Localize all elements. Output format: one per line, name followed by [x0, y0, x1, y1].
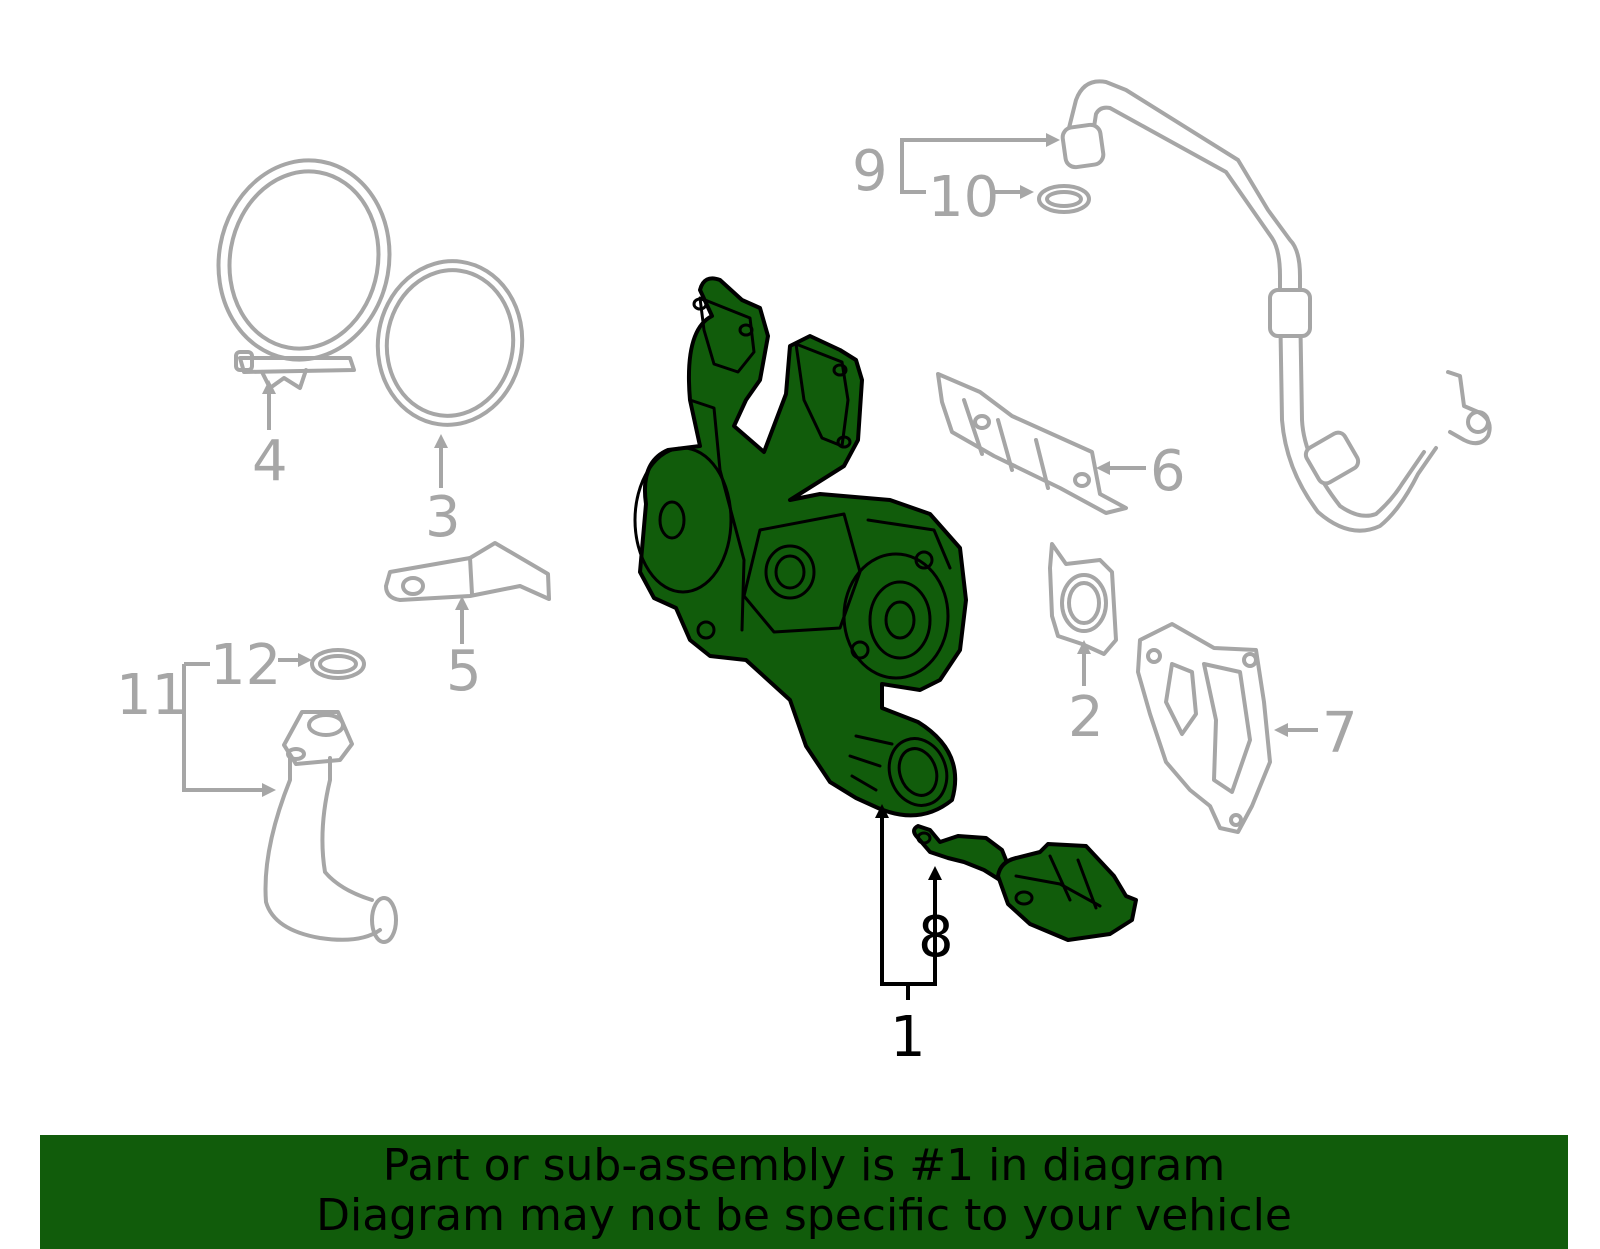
- part-10-seal[interactable]: [1037, 184, 1091, 214]
- leader-11: [182, 662, 276, 797]
- part-6-heat-shield[interactable]: [936, 372, 1128, 515]
- banner-line-1: Part or sub-assembly is #1 in diagram: [382, 1140, 1226, 1191]
- callout-12: 12: [210, 633, 282, 698]
- callout-10: 10: [928, 165, 1000, 230]
- part-3-gasket[interactable]: [367, 252, 532, 434]
- part-2-gasket[interactable]: [1048, 542, 1118, 656]
- leader-6: [1096, 461, 1146, 475]
- callout-2: 2: [1068, 685, 1104, 750]
- callout-5: 5: [446, 639, 482, 704]
- callout-7: 7: [1322, 701, 1358, 766]
- info-banner: Part or sub-assembly is #1 in diagram Di…: [40, 1135, 1568, 1249]
- callout-1: 1: [890, 1005, 926, 1070]
- leader-1: [875, 804, 937, 1000]
- part-4-clamp[interactable]: [203, 147, 405, 390]
- callout-8: 8: [918, 905, 954, 970]
- callout-9: 9: [852, 139, 888, 204]
- leader-5: [455, 596, 469, 644]
- callout-4: 4: [252, 429, 288, 494]
- banner-line-2: Diagram may not be specific to your vehi…: [316, 1190, 1292, 1241]
- callout-11: 11: [116, 663, 188, 728]
- leader-8: [928, 866, 942, 880]
- leader-10: [990, 185, 1034, 199]
- part-8-actuator[interactable]: [912, 824, 1138, 942]
- banner-background: [40, 1135, 1568, 1249]
- part-9-pipe[interactable]: [1060, 79, 1492, 533]
- part-5-bracket[interactable]: [384, 541, 551, 602]
- callout-3: 3: [425, 485, 461, 550]
- part-12-seal[interactable]: [310, 648, 366, 680]
- leader-3: [434, 434, 448, 488]
- part-7-cover[interactable]: [1136, 622, 1272, 834]
- leader-4: [262, 380, 276, 430]
- leader-2: [1077, 640, 1091, 686]
- leader-12: [278, 653, 312, 667]
- callout-6: 6: [1150, 439, 1186, 504]
- part-1-turbocharger[interactable]: [633, 276, 968, 818]
- leader-7: [1274, 723, 1318, 737]
- part-11-tube[interactable]: [263, 710, 398, 944]
- leader-9: [900, 133, 1060, 194]
